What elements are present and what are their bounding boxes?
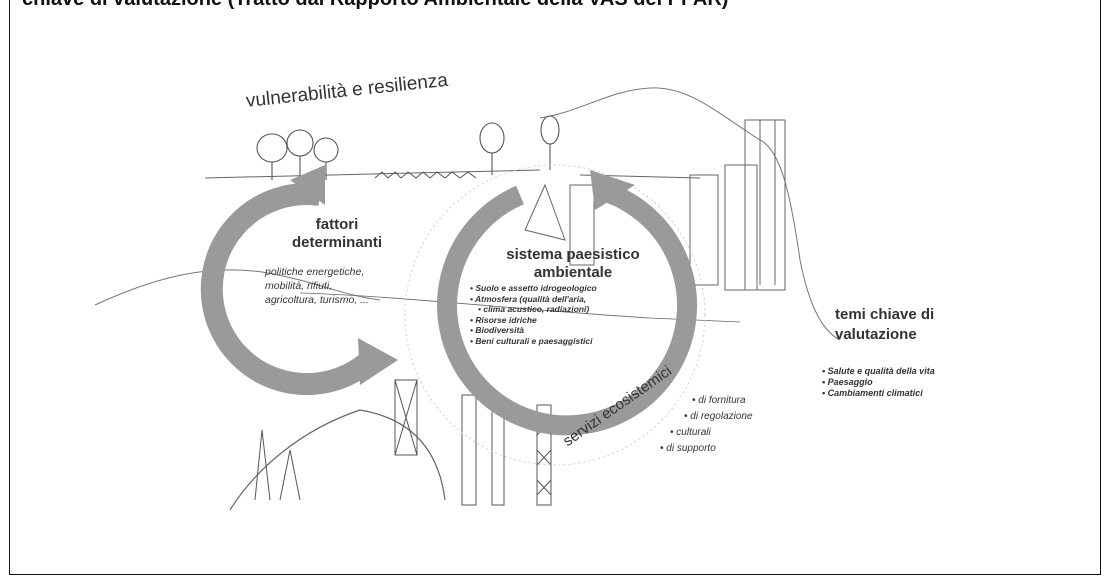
page-title: chiave di valutazione (Tratto dal Rappor… xyxy=(22,0,728,11)
sistema-item: Suolo e assetto idrogeologico xyxy=(470,283,596,294)
fattori-subtitle-line: politiche energetiche, xyxy=(265,266,365,278)
temi-item: Salute e qualità della vita xyxy=(822,366,935,377)
buildings xyxy=(524,119,786,291)
temi-item: Paesaggio xyxy=(822,377,935,388)
sistema-title-line2: ambientale xyxy=(533,264,613,281)
fattori-top-arrowhead xyxy=(290,165,325,205)
servizi-item: di regolazione xyxy=(680,409,752,425)
sistema-title-line1: sistema paesistico xyxy=(506,246,640,263)
ground-line xyxy=(204,169,701,179)
temi-list: Salute e qualità della vita Paesaggio Ca… xyxy=(822,366,935,399)
sistema-list: Suolo e assetto idrogeologico Atmosfera … xyxy=(470,283,597,346)
servizi-item: culturali xyxy=(670,425,753,441)
servizi-list: di fornitura di regolazione culturali di… xyxy=(666,393,753,457)
trees xyxy=(256,115,560,180)
sistema-item: Atmosfera (qualità dell'aria, xyxy=(470,294,597,305)
sistema-item: Risorse idriche xyxy=(470,315,597,326)
temi-title: temi chiave di valutazione xyxy=(835,305,934,345)
fattori-cycle-arrow xyxy=(200,183,378,396)
hill-line xyxy=(229,409,446,511)
servizi-item: di fornitura xyxy=(680,393,753,409)
temi-title-line1: temi chiave di xyxy=(835,306,935,323)
sistema-item: Biodiversità xyxy=(470,325,597,336)
fattori-title-line2: determinanti xyxy=(291,234,382,251)
page-frame xyxy=(9,0,1101,575)
sistema-title: sistema paesistico ambientale xyxy=(498,246,648,282)
fattori-arrowhead xyxy=(358,338,398,385)
fence xyxy=(374,171,477,179)
fattori-subtitle: politiche energetiche, mobilità, rifiuti… xyxy=(265,265,369,307)
halo xyxy=(404,164,706,466)
sistema-cycle-arrow xyxy=(437,180,698,436)
fattori-title: fattori determinanti xyxy=(262,216,412,252)
temi-item: Cambiamenti climatici xyxy=(822,388,935,399)
landscape-line xyxy=(94,269,381,306)
temi-title-line2: valutazione xyxy=(835,326,917,343)
fattori-subtitle-line: agricoltura, turismo, ... xyxy=(265,294,369,306)
fattori-subtitle-line: mobilità, rifiuti, xyxy=(265,280,333,292)
fattori-title-line1: fattori xyxy=(315,216,359,233)
sistema-item: Beni culturali e paesaggistici xyxy=(470,336,597,347)
sistema-arrowhead xyxy=(590,170,635,210)
sistema-item: clima acustico, radiazioni) xyxy=(470,304,597,315)
servizi-item: di supporto xyxy=(660,441,753,457)
